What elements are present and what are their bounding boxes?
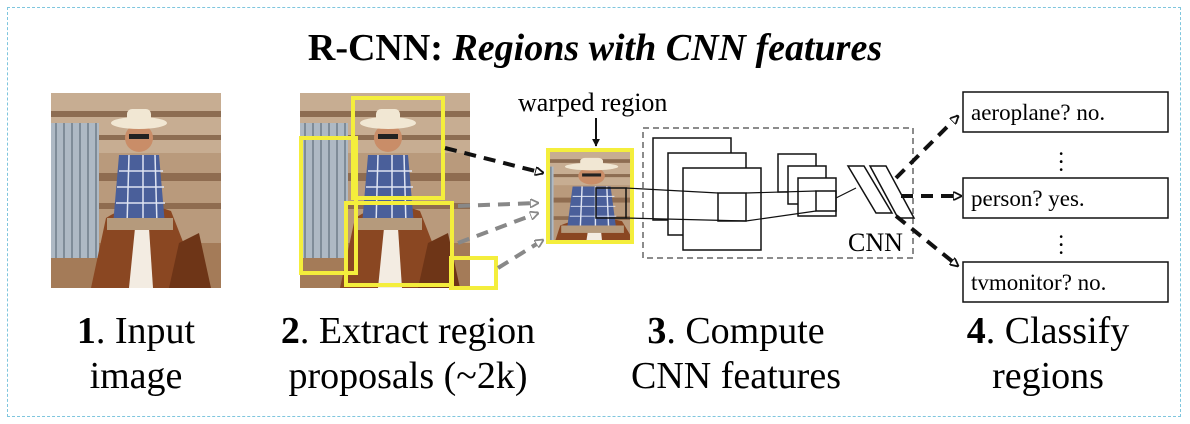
ellipsis-2: : (1058, 226, 1064, 251)
arrow-proposal-gray-2 (457, 213, 538, 245)
proposals-image (299, 92, 498, 290)
svg-text:1. Input: 1. Input (77, 310, 196, 352)
proposal-box-small (449, 256, 498, 290)
proposal-box-horse (344, 201, 454, 287)
class-label-person: person? yes. (971, 186, 1085, 211)
step-4-number: 4 (967, 310, 986, 352)
diagram-frame: R-CNN: Regions with CNN features warped … (7, 7, 1181, 417)
svg-text:4. Classify: 4. Classify (967, 310, 1130, 352)
class-box-tvmonitor: tvmonitor? no. (962, 261, 1169, 303)
cnn-label: CNN (848, 228, 903, 257)
step-2-caption: 2. Extract region proposals (~2k) (281, 310, 535, 397)
ellipsis-1: : (1058, 143, 1064, 168)
svg-text:3. Compute: 3. Compute (647, 310, 824, 352)
warped-label: warped region (518, 88, 667, 117)
input-image (50, 92, 222, 289)
class-box-person: person? yes. (962, 177, 1169, 219)
rcnn-diagram: R-CNN: Regions with CNN features warped … (50, 27, 1169, 397)
warped-region-image (546, 148, 634, 244)
class-box-aeroplane: aeroplane? no. (962, 91, 1169, 133)
class-label-aeroplane: aeroplane? no. (971, 100, 1105, 125)
title-prefix: R-CNN: (308, 27, 453, 69)
step-1-number: 1 (77, 310, 96, 352)
arrow-proposal-gray-3 (496, 238, 543, 270)
arrow-proposal-gray-1 (457, 203, 538, 208)
step-4-line1: . Classify (986, 310, 1130, 352)
step-4-line2: regions (992, 355, 1104, 397)
step-4-caption: 4. Classify regions (967, 310, 1130, 397)
class-label-tvmonitor: tvmonitor? no. (971, 270, 1106, 295)
step-3-caption: 3. Compute CNN features (631, 310, 841, 397)
step-1-line2: image (90, 355, 183, 397)
step-3-number: 3 (647, 310, 666, 352)
ellipsis-1b: : (1058, 151, 1064, 176)
step-3-line1: . Compute (666, 310, 824, 352)
diagram-title: R-CNN: Regions with CNN features (308, 27, 882, 69)
arrow-proposal-to-warped (444, 146, 543, 173)
step-1-line1: . Input (96, 310, 196, 352)
proposal-box-left (299, 136, 358, 275)
step-3-line2: CNN features (631, 355, 841, 397)
step-1-caption: 1. Input image (77, 310, 196, 397)
step-2-line2: proposals (~2k) (288, 355, 527, 397)
step-2-line1: . Extract region (300, 310, 535, 352)
svg-text:2. Extract region: 2. Extract region (281, 310, 535, 352)
arrow-to-aeroplane (894, 116, 958, 180)
title-emphasis: Regions with CNN features (451, 27, 882, 69)
cnn-block: CNN (625, 127, 916, 259)
arrow-to-tvmonitor (894, 214, 958, 266)
step-2-number: 2 (281, 310, 300, 352)
proposal-box-person (351, 96, 445, 200)
cnn-dashed-box (642, 127, 914, 259)
ellipsis-2b: : (1058, 234, 1064, 259)
